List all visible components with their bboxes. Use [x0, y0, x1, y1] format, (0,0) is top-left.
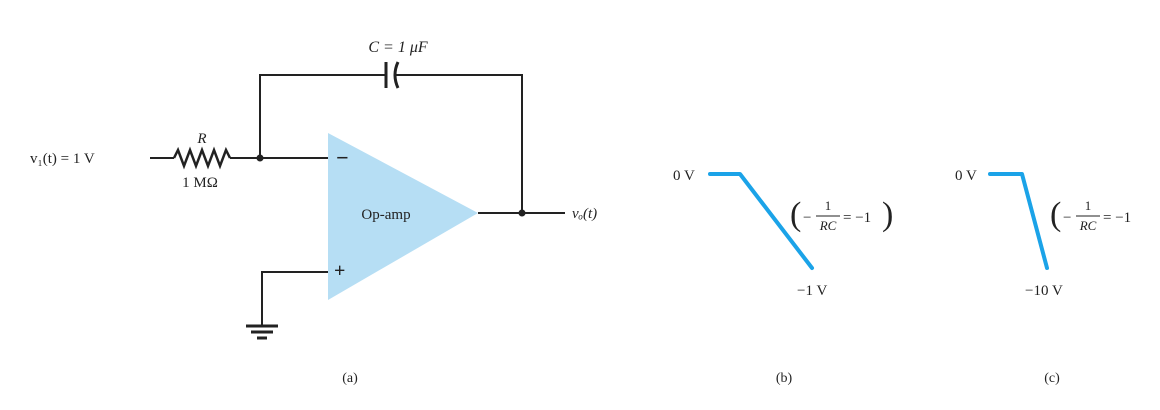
waveform-c-formula-numerator: 1: [1085, 198, 1092, 213]
opamp-triangle: [328, 133, 478, 300]
caption-a: (a): [342, 371, 358, 386]
svg-text:(: (: [1050, 196, 1061, 233]
ground-icon: [246, 324, 278, 340]
opamp-label: Op-amp: [361, 207, 410, 223]
ground-wire: [261, 271, 328, 326]
waveform-c-formula-denominator: RC: [1079, 218, 1097, 233]
waveform-b-top-label: 0 V: [673, 168, 695, 184]
feedback-wire-left: [259, 74, 386, 158]
waveform-c-bottom-label: −10 V: [1025, 283, 1063, 299]
svg-text:): ): [882, 196, 893, 233]
waveform-c: 0 V −10 V ( − 1 RC = −1 (c): [955, 168, 1131, 386]
capacitor-plate-right: [393, 61, 400, 89]
waveform-b-bottom-label: −1 V: [797, 283, 827, 299]
resistor-value: 1 MΩ: [182, 175, 218, 191]
waveform-b-formula-numerator: 1: [825, 198, 832, 213]
caption-c: (c): [1044, 371, 1060, 386]
output-voltage-label: vₒ(t): [572, 206, 597, 222]
noninverting-sign: +: [334, 260, 345, 282]
feedback-wire-right: [396, 74, 523, 213]
capacitor-label: C = 1 μF: [368, 39, 428, 56]
waveform-c-formula-result: = −1: [1103, 210, 1131, 226]
waveform-c-trace: [988, 172, 1049, 270]
inverting-sign: −: [336, 145, 349, 170]
waveform-b-formula-denominator: RC: [819, 218, 837, 233]
junction-node-input: [256, 154, 264, 162]
input-voltage-label: v₁(t) = 1 V: [30, 151, 95, 167]
waveform-b-trace: [708, 172, 814, 270]
waveform-c-formula: ( − 1 RC = −1: [1050, 196, 1131, 233]
resistor-label: R: [196, 131, 206, 147]
waveform-b-formula: ( − 1 RC = −1 ): [790, 196, 893, 233]
caption-b: (b): [776, 371, 793, 386]
waveform-b: 0 V −1 V ( − 1 RC = −1 ) (b): [673, 168, 893, 386]
resistor: [172, 146, 232, 170]
waveform-b-formula-result: = −1: [843, 210, 871, 226]
waveform-b-formula-prefix: −: [803, 210, 811, 226]
svg-text:(: (: [790, 196, 801, 233]
waveform-c-formula-prefix: −: [1063, 210, 1071, 226]
junction-node-output: [518, 209, 526, 217]
waveform-c-top-label: 0 V: [955, 168, 977, 184]
integrator-circuit: C = 1 μF v₁(t) = 1 V R 1 MΩ − + Op-amp v…: [30, 39, 597, 386]
